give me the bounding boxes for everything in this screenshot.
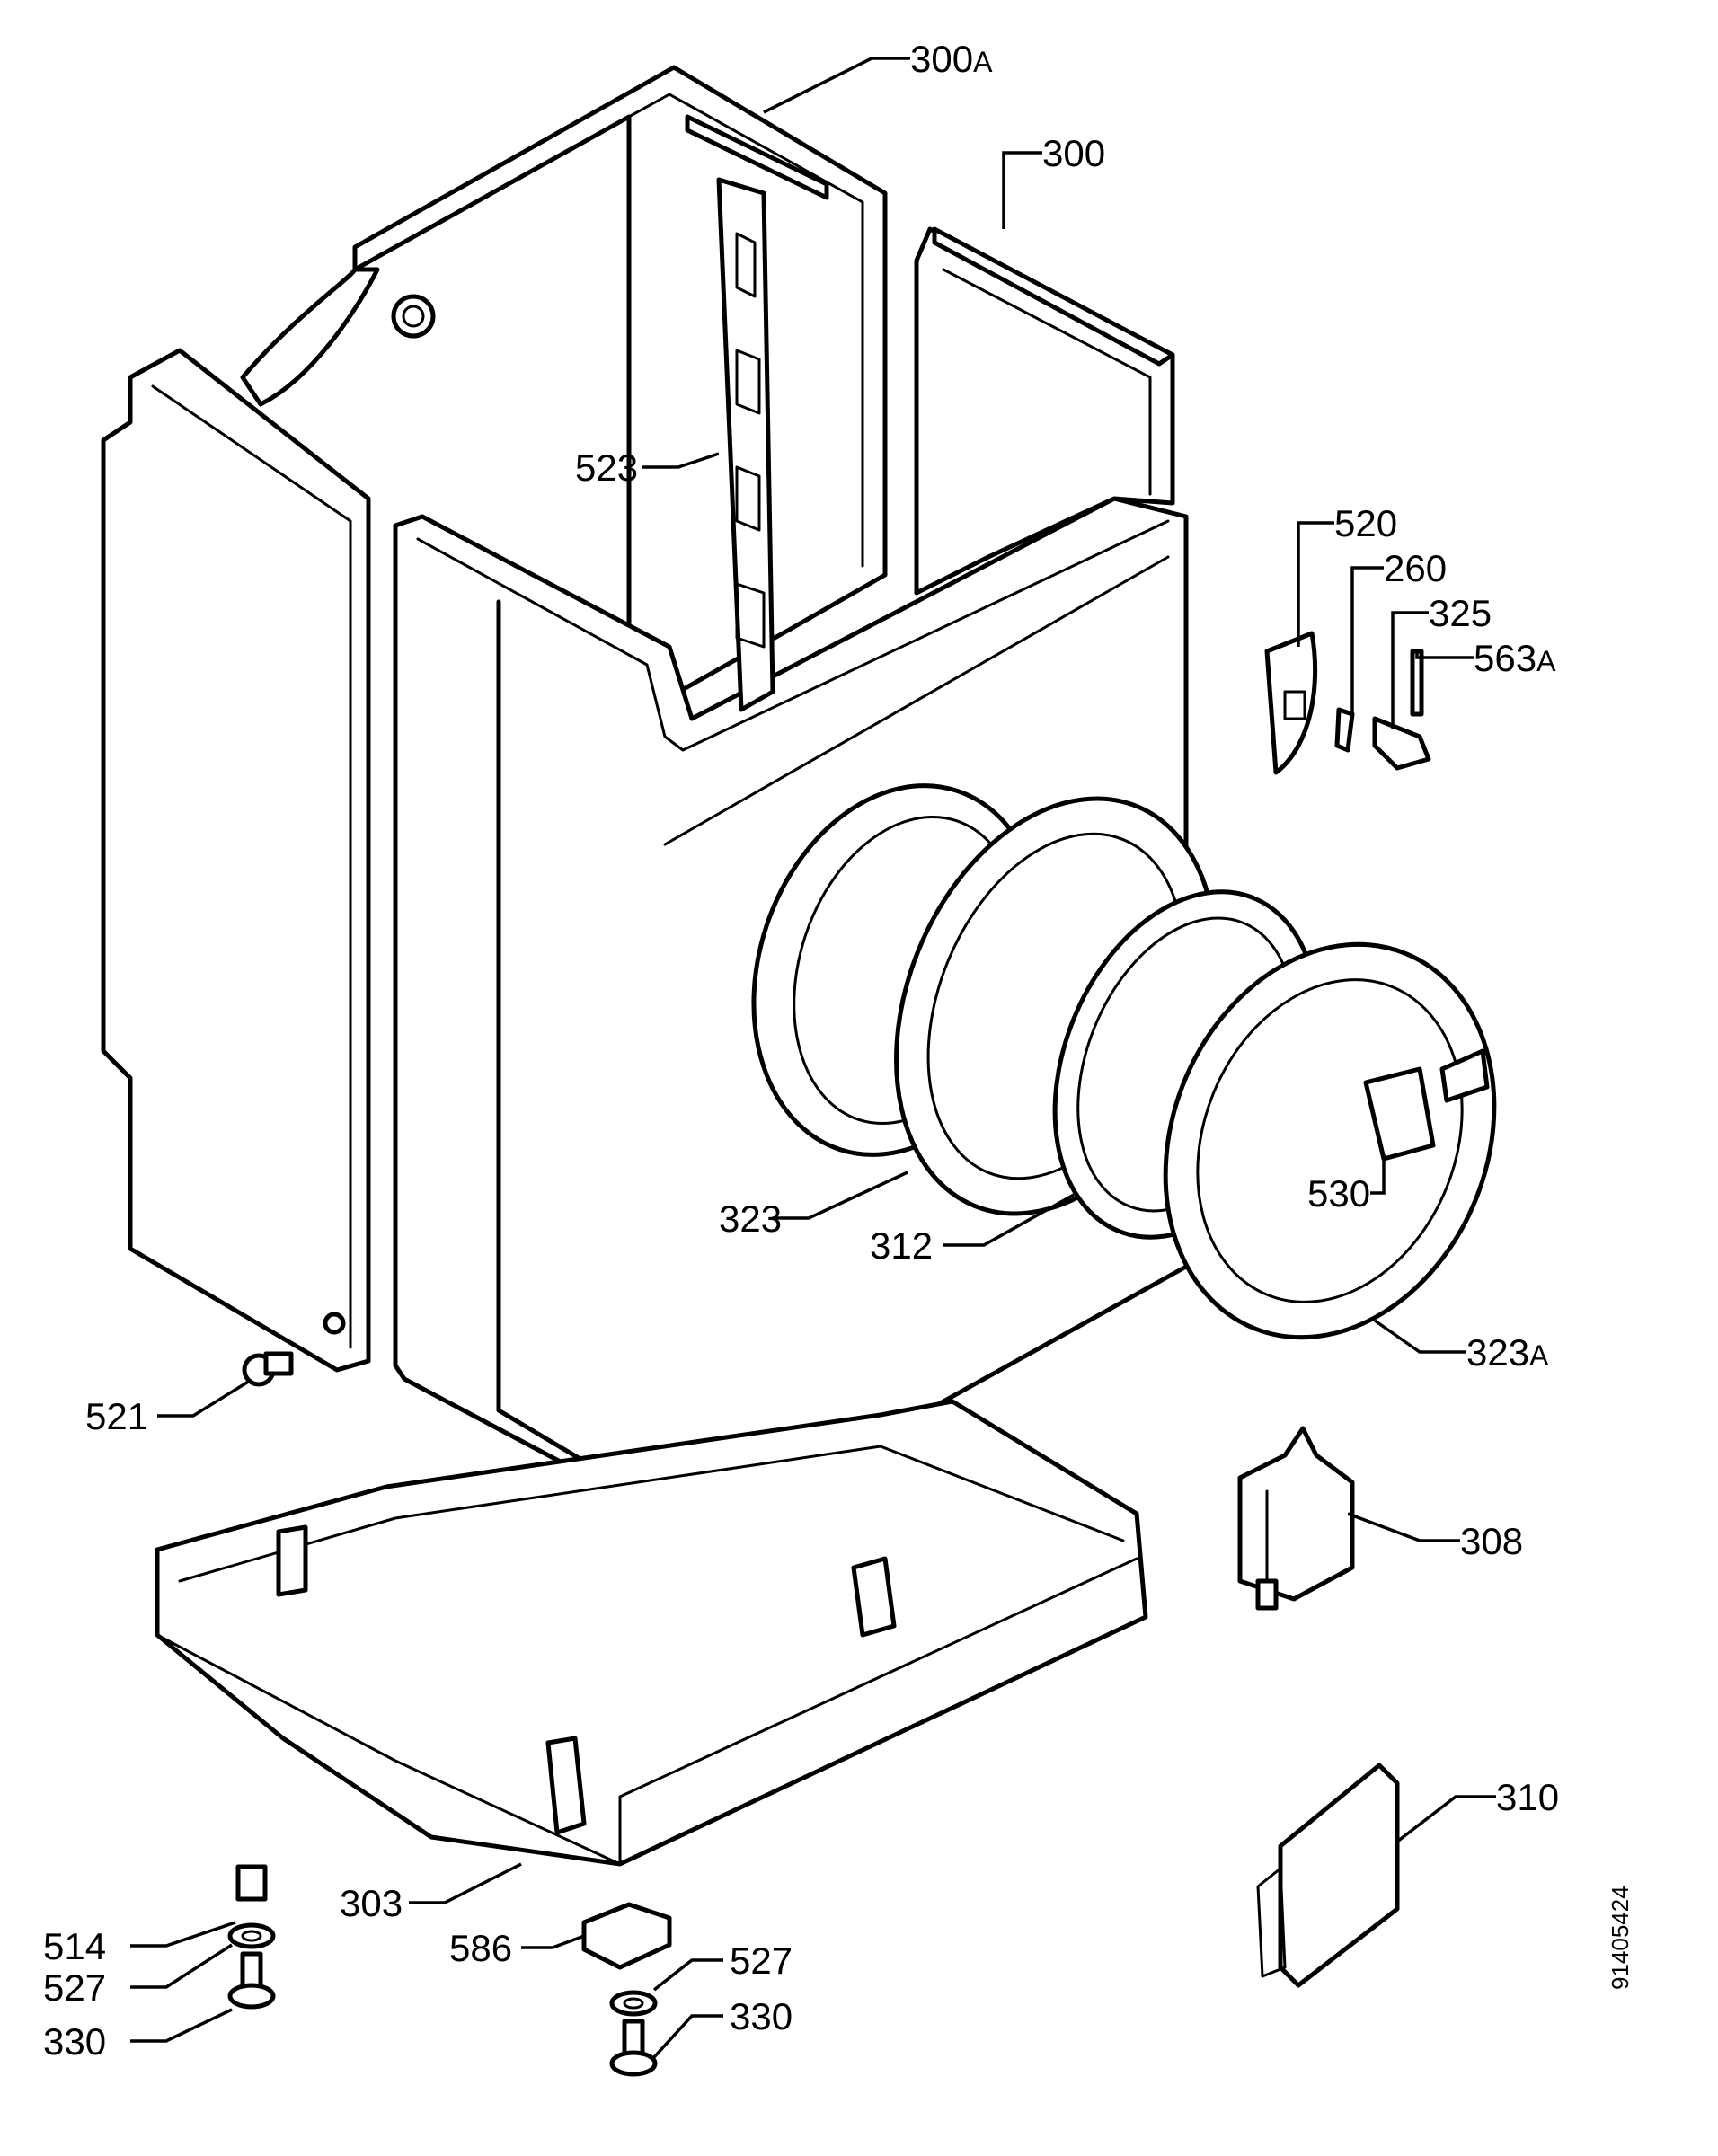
base-frame	[155, 1399, 1148, 1867]
callout-312: 312	[870, 1224, 933, 1267]
callout-520: 520	[1334, 502, 1397, 544]
callout-527-left: 527	[43, 1966, 106, 2009]
callout-325: 325	[1429, 592, 1492, 634]
flap-310	[1256, 1763, 1400, 1988]
right-side-panel	[914, 226, 1175, 596]
lock-parts	[1264, 631, 1431, 775]
callout-521: 521	[85, 1395, 148, 1437]
foot-hardware-right	[581, 1902, 672, 2077]
drawing-number: 91405424	[1607, 1886, 1634, 1990]
callout-530: 530	[1307, 1172, 1370, 1215]
callout-308: 308	[1460, 1520, 1523, 1562]
callout-330-left: 330	[43, 2020, 106, 2063]
callout-330-right: 330	[730, 1995, 793, 2037]
leader-lines	[130, 57, 1496, 2059]
callout-323a: 323A	[1466, 1331, 1549, 1374]
callout-527-right: 527	[730, 1940, 793, 1982]
callout-310: 310	[1496, 1776, 1559, 1818]
callout-303: 303	[340, 1882, 403, 1924]
door-assembly	[894, 796, 1497, 1340]
rail-523	[716, 177, 775, 712]
left-side-panel	[101, 348, 371, 1373]
callout-labels: 300A 300 523 520 260 325 563A 530 323 31…	[43, 38, 1559, 2063]
hinge-308	[1237, 1426, 1355, 1611]
screw-521	[242, 1351, 294, 1387]
callout-514: 514	[43, 1925, 106, 1967]
callout-300: 300	[1042, 132, 1105, 174]
callout-523: 523	[575, 446, 638, 489]
callout-586: 586	[449, 1927, 512, 1969]
callout-563a: 563A	[1474, 637, 1556, 679]
callout-260: 260	[1384, 547, 1447, 589]
callout-300a: 300A	[910, 38, 993, 80]
foot-hardware-left	[227, 1864, 276, 2010]
callout-323: 323	[719, 1197, 782, 1240]
